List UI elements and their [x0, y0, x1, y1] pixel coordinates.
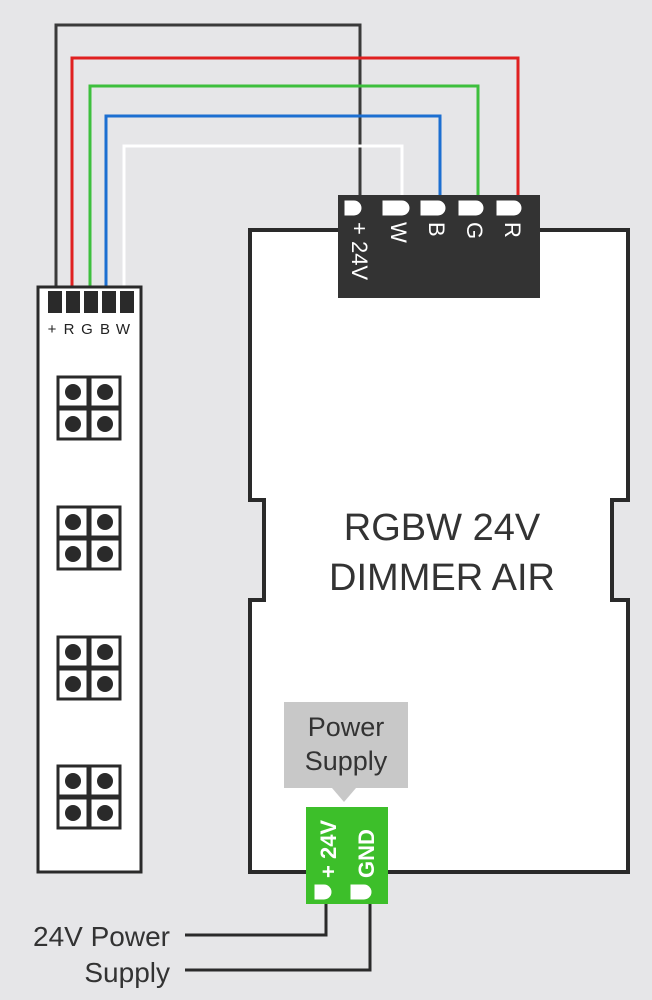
terminal-label-w: W — [386, 222, 411, 243]
terminal-label-r: R — [500, 222, 525, 238]
wire-blue — [104, 114, 442, 290]
strip-pin-label-b: B — [100, 321, 110, 338]
strip-pin-label-w: W — [116, 321, 131, 338]
led-group-1 — [56, 375, 122, 441]
wire-green — [88, 84, 480, 290]
terminal-label-24v: + 24V — [347, 222, 372, 280]
wire-white — [122, 144, 404, 290]
power-input-terminal: + 24V GND — [306, 807, 388, 904]
power-terminal-label-gnd: GND — [354, 829, 379, 878]
led-group-4 — [56, 764, 122, 830]
external-supply-label-line2: Supply — [84, 957, 170, 988]
led-strip: + R G B W — [36, 285, 143, 874]
dimmer-title-line2: DIMMER AIR — [329, 557, 555, 599]
power-terminal-label-24v: + 24V — [316, 820, 341, 878]
strip-pin-label-r: R — [64, 321, 75, 338]
dimmer-title-line1: RGBW 24V — [344, 507, 541, 549]
dimmer-terminal-block: + 24V W B G R — [338, 195, 540, 298]
power-supply-callout: Power Supply — [284, 702, 408, 802]
wires — [54, 23, 520, 290]
supply-leads — [185, 904, 372, 972]
strip-pin-label-plus: + — [48, 321, 57, 338]
wire-plus — [54, 23, 362, 290]
power-supply-label-line2: Supply — [305, 746, 388, 776]
lead-positive — [185, 904, 328, 937]
strip-pin-label-g: G — [81, 321, 93, 338]
terminal-label-g: G — [462, 222, 487, 239]
terminal-label-b: B — [424, 222, 449, 237]
lead-ground — [185, 904, 372, 972]
led-group-3 — [56, 635, 122, 701]
led-group-2 — [56, 505, 122, 571]
power-supply-label-line1: Power — [308, 712, 385, 742]
strip-pins — [48, 291, 134, 313]
wire-red — [70, 56, 520, 290]
external-supply-label-line1: 24V Power — [33, 921, 170, 952]
